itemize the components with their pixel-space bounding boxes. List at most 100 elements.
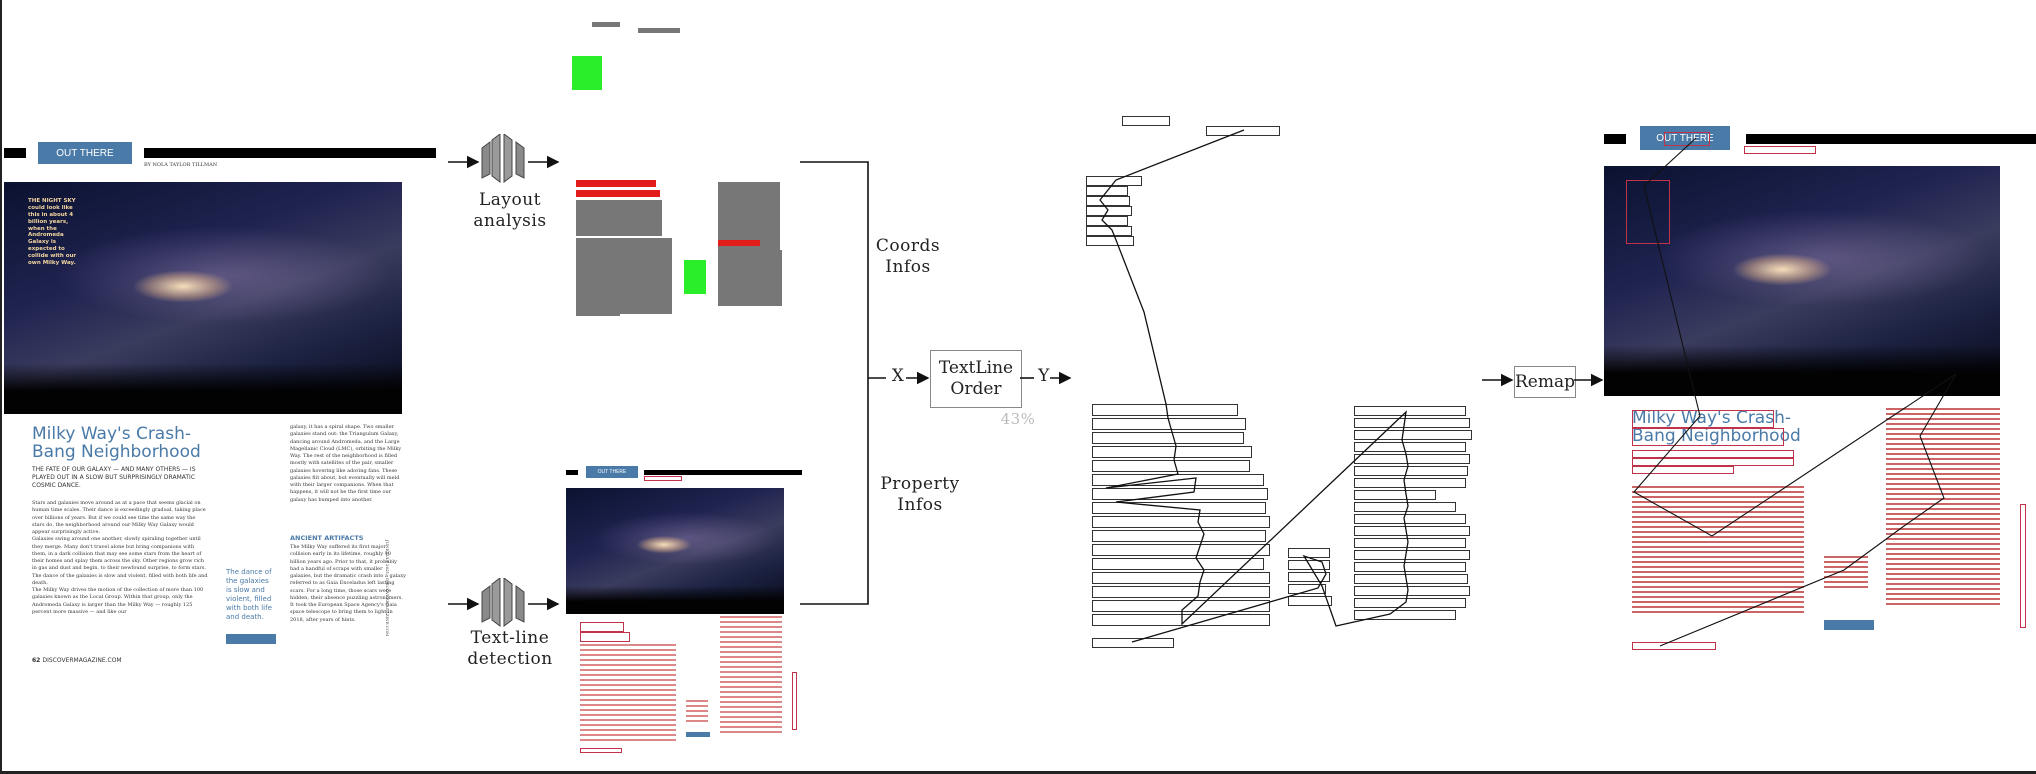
detected-side-credit xyxy=(792,672,797,730)
detected-side-credit xyxy=(2020,504,2026,628)
textline-box xyxy=(1354,538,1466,548)
header-rule-right xyxy=(144,148,436,158)
header-rule-left xyxy=(1604,134,1626,144)
body-column-1: Stars and galaxies move around as at a p… xyxy=(32,500,208,615)
layout-subhead xyxy=(718,240,760,246)
remap-box: Remap xyxy=(1514,366,1576,398)
layout-pullquote xyxy=(684,260,706,294)
textline-box xyxy=(1288,572,1330,582)
textline-box xyxy=(1354,514,1466,524)
textline-box xyxy=(1288,596,1332,606)
reading-order-graph xyxy=(1086,116,1486,656)
mountain-silhouette xyxy=(1604,345,2000,396)
section-subhead: ANCIENT ARTIFACTS xyxy=(290,534,364,542)
detected-line xyxy=(644,476,682,481)
textline-box xyxy=(1354,550,1470,560)
textline-detection-label: Text-line detection xyxy=(467,628,553,670)
remapped-order-path xyxy=(1633,137,1957,647)
body-column-3: The Milky Way suffered its first major c… xyxy=(290,544,406,623)
galaxy-photo: THE NIGHT SKY could look like this in ab… xyxy=(4,182,402,414)
detected-deck xyxy=(1632,458,1794,466)
folio-site: DISCOVERMAGAZINE.COM xyxy=(42,657,122,664)
mountain-silhouette xyxy=(566,586,784,614)
textline-model-icon xyxy=(480,578,526,628)
layout-footer xyxy=(576,310,620,316)
detected-headline xyxy=(580,632,630,642)
reading-order-path xyxy=(1099,129,1409,643)
layout-text-block xyxy=(576,238,672,314)
textline-box xyxy=(1354,454,1470,464)
x-label: X xyxy=(891,366,905,386)
article-headline: Milky Way's Crash- Bang Neighborhood xyxy=(32,424,201,462)
textline-box xyxy=(1354,418,1470,428)
property-infos-label: Property Infos xyxy=(880,474,960,516)
layout-figure-caption xyxy=(572,56,602,90)
header-rule-left xyxy=(566,470,578,475)
textline-box xyxy=(1354,502,1456,512)
output-page: OUT THERE Milky Way's Crash- Bang Neighb… xyxy=(1604,126,2036,656)
layout-text-block xyxy=(718,250,782,306)
section-tag: OUT THERE xyxy=(38,142,132,164)
article-deck: THE FATE OF OUR GALAXY — AND MANY OTHERS… xyxy=(32,466,196,489)
folio-number: 62 xyxy=(32,657,41,664)
textline-box xyxy=(1354,478,1466,488)
detected-pullquote xyxy=(1824,556,1868,591)
textline-box xyxy=(1092,544,1270,556)
coords-infos-label: Coords Infos xyxy=(875,236,941,278)
layout-title xyxy=(576,190,660,197)
textline-box xyxy=(1354,562,1466,572)
textline-box xyxy=(1092,586,1270,598)
textline-box xyxy=(1354,586,1470,596)
textline-box xyxy=(1122,116,1170,126)
frame-left-border xyxy=(0,0,2,774)
photo-caption: THE NIGHT SKY could look like this in ab… xyxy=(28,198,77,266)
detected-deck xyxy=(1632,466,1734,474)
input-page: OUT THERE BY NOLA TAYLOR TILLMAN THE NIG… xyxy=(4,140,436,670)
textline-box xyxy=(1092,600,1270,612)
pull-quote-marker xyxy=(226,634,276,644)
mountain-silhouette xyxy=(4,362,402,414)
pull-quote: The dance of the galaxies is slow and vi… xyxy=(226,568,272,622)
header-rule-left xyxy=(4,148,26,158)
textline-box xyxy=(1086,196,1130,206)
textline-box xyxy=(1092,446,1252,458)
textline-box xyxy=(1288,584,1326,594)
y-label: Y xyxy=(1038,366,1050,386)
galaxy-photo xyxy=(566,488,784,614)
textline-box xyxy=(1086,236,1134,246)
textline-box xyxy=(1086,176,1142,186)
textline-box xyxy=(1092,558,1264,570)
textline-box xyxy=(1354,574,1468,584)
layout-text-block xyxy=(576,200,662,236)
textline-box xyxy=(1092,418,1246,430)
detected-column-2 xyxy=(1886,408,2000,608)
textline-box xyxy=(1092,530,1266,542)
textline-box xyxy=(1092,572,1270,584)
detected-footer xyxy=(580,748,622,753)
textline-box xyxy=(1354,466,1468,476)
detected-headline xyxy=(1632,428,1784,446)
layout-region xyxy=(592,22,620,27)
textline-box xyxy=(1354,526,1470,536)
byline: BY NOLA TAYLOR TILLMAN xyxy=(144,162,218,168)
detected-column-1 xyxy=(580,644,676,744)
header-rule-right xyxy=(1746,134,2036,144)
header-rule-right xyxy=(644,470,802,475)
detected-footer xyxy=(1632,642,1716,650)
textline-box xyxy=(1354,430,1472,440)
detected-column-2 xyxy=(720,616,782,736)
textline-box xyxy=(1092,404,1238,416)
textline-box xyxy=(1092,638,1174,648)
textline-box xyxy=(1092,516,1270,528)
textline-box xyxy=(1092,460,1250,472)
textline-box xyxy=(1092,432,1244,444)
textline-box xyxy=(1092,614,1270,626)
pull-quote-marker xyxy=(686,732,710,737)
layout-analysis-output xyxy=(560,16,800,326)
body-column-2: galaxy, it has a spiral shape. Two small… xyxy=(290,424,402,503)
detected-byline xyxy=(1744,146,1816,154)
detected-caption xyxy=(1626,180,1670,244)
side-credit: JUNE/JULY 2021 · DISCOVERMAGAZINE.COM xyxy=(385,540,390,637)
layout-analysis-label: Layout analysis xyxy=(473,190,547,232)
layout-region xyxy=(638,28,680,33)
